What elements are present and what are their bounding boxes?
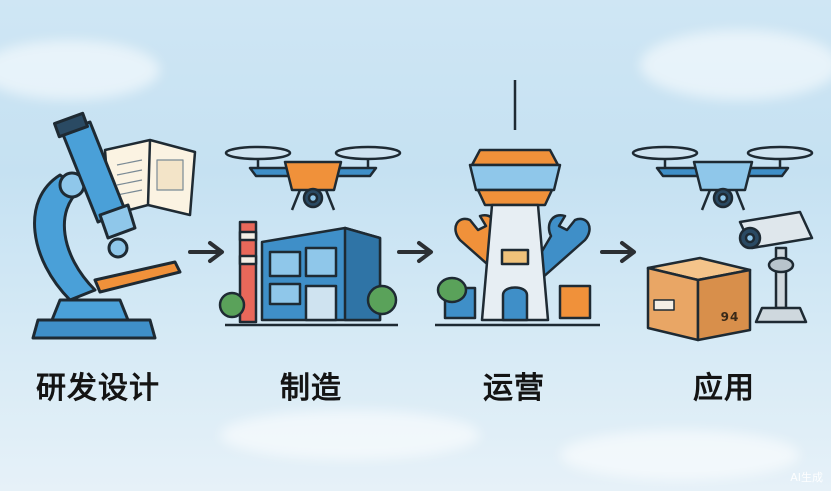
stage-label-application: 应用 (693, 371, 755, 406)
cloud (0, 40, 160, 100)
cloud (640, 30, 831, 100)
microscope-icon (31, 111, 182, 340)
arrow-right-icon (397, 241, 433, 263)
arrow-right-icon (600, 241, 636, 263)
factory-icon (218, 220, 398, 327)
control-tower-icon (435, 80, 600, 327)
box-marking: 94 (720, 310, 740, 324)
cloud (560, 430, 800, 480)
stage-label-operations: 运营 (483, 371, 545, 406)
stage-label-rnd: 研发设计 (36, 371, 160, 406)
watermark: AI生成 (790, 471, 823, 484)
security-camera-icon (738, 210, 814, 324)
cloud (220, 410, 480, 460)
stage-label-manufacturing: 制造 (280, 371, 342, 406)
blueprint-book-icon (103, 138, 197, 217)
arrow-right-icon (188, 241, 224, 263)
package-box-icon (646, 256, 752, 342)
drone-icon (224, 145, 402, 211)
drone-icon (631, 145, 814, 211)
